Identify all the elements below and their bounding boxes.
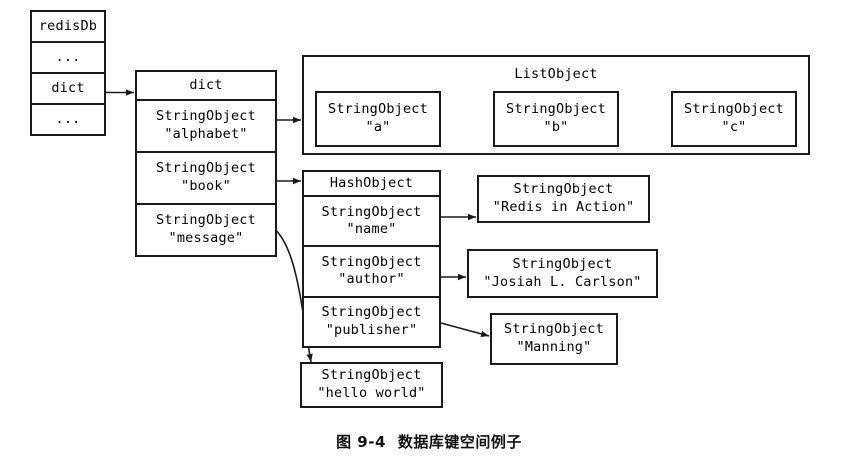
arrow-publisher-to-publisher-value <box>440 322 490 337</box>
dict-header: dict <box>137 72 275 101</box>
hash-value-publisher: StringObject "Manning" <box>490 313 618 365</box>
figure-caption-number: 图 9-4 <box>336 433 386 451</box>
redisdb-table: redisDb ... dict ... <box>30 10 106 136</box>
redisdb-row-ellipsis-bottom: ... <box>55 110 81 127</box>
list-node-a: StringObject "a" <box>315 91 441 147</box>
dict-entry-alphabet: StringObject "alphabet" <box>137 101 275 153</box>
figure-caption: 图 9-4 数据库键空间例子 <box>0 431 858 452</box>
hash-field-publisher: StringObject "publisher" <box>321 304 422 338</box>
list-node-c: StringObject "c" <box>671 91 797 147</box>
list-object-title: ListObject <box>514 66 598 82</box>
hash-value-title: StringObject "Redis in Action" <box>477 175 650 223</box>
redisdb-row-dict: dict <box>32 74 104 105</box>
figure-caption-text: 数据库键空间例子 <box>397 433 522 451</box>
redisdb-row-ellipsis-top: ... <box>32 43 104 74</box>
hash-field-name: StringObject "name" <box>304 197 439 248</box>
dict-table: dict StringObject "alphabet" StringObjec… <box>135 70 277 257</box>
hash-value-author: StringObject "Josiah L. Carlson" <box>467 249 658 298</box>
hash-field-author: StringObject "author" <box>304 247 439 298</box>
dict-entry-message: StringObject "message" <box>156 212 256 246</box>
message-value-box: StringObject "hello world" <box>300 362 443 408</box>
redisdb-row-header: redisDb <box>32 12 104 43</box>
hash-object-header: HashObject <box>304 172 439 197</box>
hash-object-table: HashObject StringObject "name" StringObj… <box>302 170 441 348</box>
dict-entry-book: StringObject "book" <box>137 153 275 205</box>
list-node-b: StringObject "b" <box>493 91 619 147</box>
